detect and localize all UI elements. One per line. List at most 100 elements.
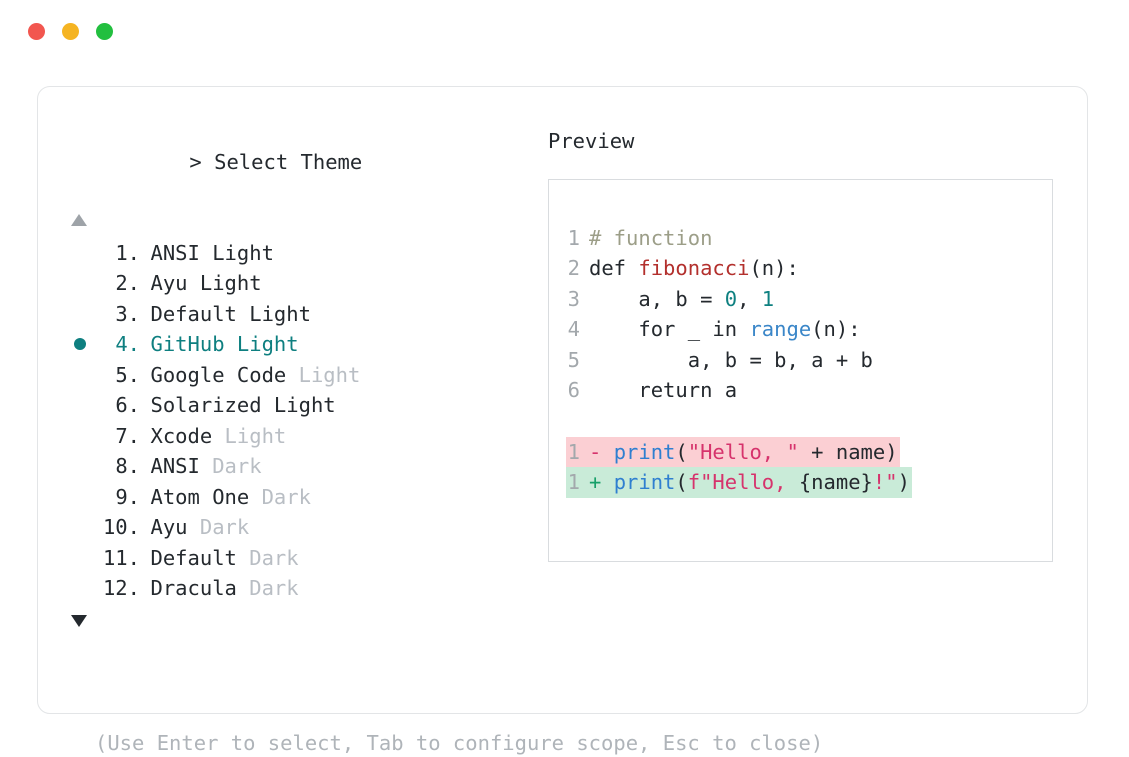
code-token: + name) [798,439,898,464]
maximize-button[interactable] [96,22,113,40]
theme-item-variant: Dark [236,545,299,570]
preview-code-box: 1 # function 2 def fibonacci (n):3 a, b = 0,… [548,178,1053,562]
theme-item-name: Dracula [150,576,237,601]
theme-item-index: 8. [115,454,140,479]
theme-item-name: Default [150,545,237,570]
code-token: "Hello, [700,470,799,495]
line-number: 2 [567,256,580,281]
code-token: !" [872,470,898,495]
code-token: for _ in [589,317,750,342]
code-token: # function [589,225,713,250]
theme-list-item[interactable]: 6. Solarized Light [66,390,548,421]
code-token: a, b = b, a + b [589,347,873,372]
code-token: ( [675,439,688,464]
theme-item-variant: Dark [236,576,299,601]
code-token: ( [675,470,688,495]
theme-list-item[interactable]: 5.Google Code Light [66,360,548,391]
code-token: (n): [811,317,861,342]
theme-item-name: Xcode [150,423,213,448]
theme-list-item[interactable]: 9. Atom One Dark [66,482,548,513]
code-token: print [613,439,676,464]
code-line: 4 for _ in range(n): [549,314,1052,345]
theme-item-variant: Dark [199,454,262,479]
theme-item-variant: Light [286,362,361,387]
line-number: 4 [567,317,580,342]
theme-item-index: 5. [115,362,140,387]
code-token: "Hello, " [687,439,799,464]
theme-item-name: Ayu Light [150,271,262,296]
theme-item-index: 1. [115,240,140,265]
theme-item-index: 10. [102,515,140,540]
theme-list-item[interactable]: 12. Dracula Dark [66,573,548,604]
prompt-header: > Select Theme [66,131,548,193]
theme-list-item[interactable]: 8. ANSI Dark [66,451,548,482]
code-token: f [687,470,701,495]
theme-item-index: 3. [115,301,140,326]
code-spacer [549,406,1052,437]
code-token: a, b = [589,286,725,311]
prompt-caret-icon: > [189,149,202,174]
selected-bullet-icon [74,338,86,351]
theme-item-index: 4. [115,332,140,357]
code-line: 1 # function [549,223,1052,254]
line-number: 3 [567,286,580,311]
scroll-up-indicator[interactable] [66,213,548,233]
diff-marker: + [589,470,614,495]
theme-item-index: 7. [115,423,140,448]
theme-item-name: Atom One [150,484,250,509]
theme-list-item[interactable]: 4. GitHub Light [66,329,548,360]
theme-item-name: Solarized Light [150,393,336,418]
theme-item-index: 6. [115,393,140,418]
code-line: 6 return a [549,375,1052,406]
code-token: def [589,256,639,281]
minimize-button[interactable] [62,22,79,40]
scroll-down-indicator[interactable] [66,614,548,641]
theme-list-item[interactable]: 1. ANSI Light [66,238,548,269]
window-titlebar [0,0,1129,62]
theme-item-index: 11. [102,545,140,570]
theme-item-variant: Light [212,423,287,448]
theme-list-item[interactable]: 7. Xcode Light [66,421,548,452]
theme-item-index: 9. [115,484,140,509]
theme-list-item[interactable]: 3. Default Light [66,299,548,330]
theme-item-name: Default Light [150,301,311,326]
code-token: fibonacci [638,256,750,281]
theme-item-index: 12. [102,576,140,601]
theme-item-name: ANSI [150,454,200,479]
theme-item-variant: Dark [187,515,250,540]
line-number: 6 [567,378,580,403]
theme-item-name: Ayu [150,515,188,540]
triangle-down-icon [71,614,87,627]
code-block: 1 # function 2 def fibonacci (n):3 a, b = 0,… [549,223,1052,406]
diff-marker: - [589,439,614,464]
theme-list-item[interactable]: 10. Ayu Dark [66,512,548,543]
code-token: print [613,470,676,495]
theme-item-variant: Dark [249,484,311,509]
theme-item-name: GitHub Light [150,332,299,357]
theme-item-name: ANSI Light [150,240,274,265]
close-button[interactable] [28,22,45,40]
code-token: range [749,317,812,342]
code-token: 0 [724,286,738,311]
line-number: 1 [567,439,580,464]
selection-bullet-slot [66,338,94,351]
diff-added-line: 1 + print(f"Hello, {name}!") [566,467,912,498]
code-token: ) [897,470,910,495]
line-number: 5 [567,347,580,372]
diff-row: 1- print("Hello, " + name) [566,436,1052,467]
theme-list-item[interactable]: 2.Ayu Light [66,268,548,299]
theme-list-item[interactable]: 11. Default Dark [66,543,548,574]
keyboard-hint: (Use Enter to select, Tab to configure s… [95,731,824,755]
code-token: return a [589,378,738,403]
line-number: 1 [567,470,580,495]
code-line: 3 a, b = 0, 1 [549,284,1052,315]
page-title: Select Theme [214,149,363,174]
line-number: 1 [567,225,580,250]
code-token: {name} [798,470,873,495]
diff-row: 1 + print(f"Hello, {name}!") [566,467,1052,498]
